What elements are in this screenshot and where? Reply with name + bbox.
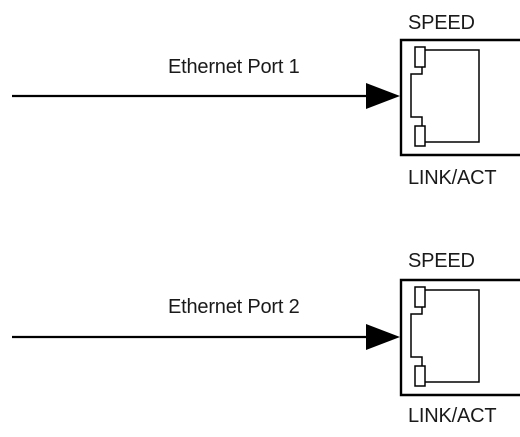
- arrowhead-icon: [366, 324, 400, 350]
- ethernet-port-1-diagram: [12, 38, 520, 157]
- speed-led-icon: [414, 46, 426, 68]
- port-housing: [399, 38, 520, 157]
- rj45-jack-icon: [410, 49, 480, 143]
- link-act-label: LINK/ACT: [408, 167, 497, 189]
- link-act-led-icon: [414, 365, 426, 387]
- rj45-jack-icon: [410, 289, 480, 383]
- port-title: Ethernet Port 2: [168, 296, 300, 318]
- ethernet-port-1-group: Ethernet Port 1 SPEED LINK/ACT: [0, 0, 520, 200]
- speed-label: SPEED: [408, 250, 475, 272]
- port-title: Ethernet Port 1: [168, 56, 300, 78]
- speed-led-icon: [414, 286, 426, 308]
- ethernet-port-2-diagram: [12, 278, 520, 397]
- arrowhead-icon: [366, 83, 400, 109]
- speed-label: SPEED: [408, 12, 475, 34]
- link-act-led-icon: [414, 125, 426, 147]
- ethernet-port-2-group: Ethernet Port 2 SPEED LINK/ACT: [0, 237, 520, 437]
- link-act-label: LINK/ACT: [408, 405, 497, 427]
- port-housing: [399, 278, 520, 397]
